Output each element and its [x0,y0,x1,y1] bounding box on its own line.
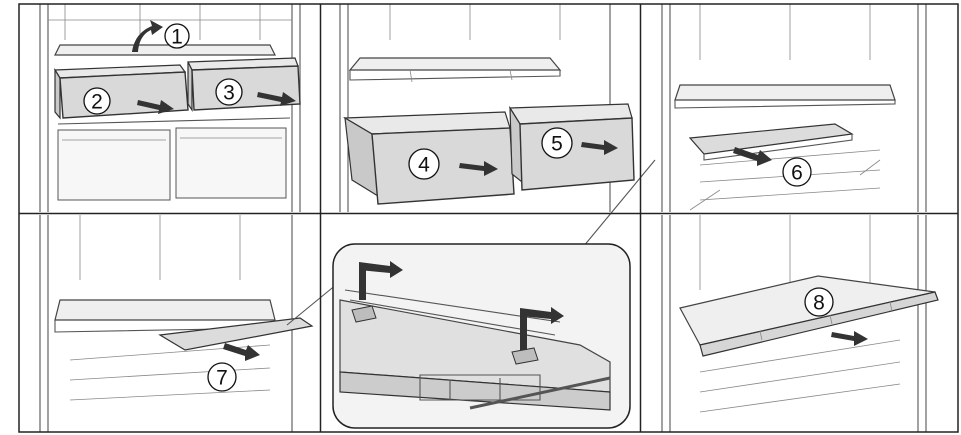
step-number: 5 [551,133,563,156]
pull-arrow [137,100,174,114]
step-marker-1: 1 [164,23,190,49]
pull-arrow [459,161,498,176]
step-marker-6: 6 [782,157,812,187]
panel-grid [18,3,959,433]
panel-step-7: 7 [19,215,319,432]
glass-shelf [674,84,896,101]
glass-shelf [54,299,276,321]
pull-arrow [223,343,260,361]
step-marker-3: 3 [215,78,243,106]
pull-arrow [831,331,868,346]
pull-arrow [257,92,296,106]
step-marker-5: 5 [541,127,573,159]
step-marker-8: 8 [804,287,834,317]
step-marker-2: 2 [83,87,111,115]
drawer-cover [158,317,314,351]
glass-shelf [348,57,562,83]
step-marker-7: 7 [207,362,237,392]
panel-step-1-3: 1 2 3 [19,4,319,212]
drawer-cover [688,123,854,161]
release-arrow [520,307,564,350]
step-number: 6 [791,162,803,185]
step-marker-4: 4 [408,148,440,180]
step-number: 2 [91,91,103,114]
step-number: 1 [171,26,183,49]
step-number: 4 [418,154,430,177]
step-number: 3 [223,82,235,105]
panel-step-4-5: 4 5 [322,4,639,212]
panel-step-8: 8 [642,215,958,432]
release-arrow [359,261,403,300]
detail-callout [286,159,656,429]
lift-arrow [132,20,163,52]
step-number: 7 [216,367,228,390]
large-drawer-left [342,111,515,205]
panel-step-6: 6 [642,4,958,212]
glass-shelf [54,44,276,56]
pull-arrow [581,140,618,155]
step-number: 8 [813,292,825,315]
pull-arrow [733,147,772,166]
